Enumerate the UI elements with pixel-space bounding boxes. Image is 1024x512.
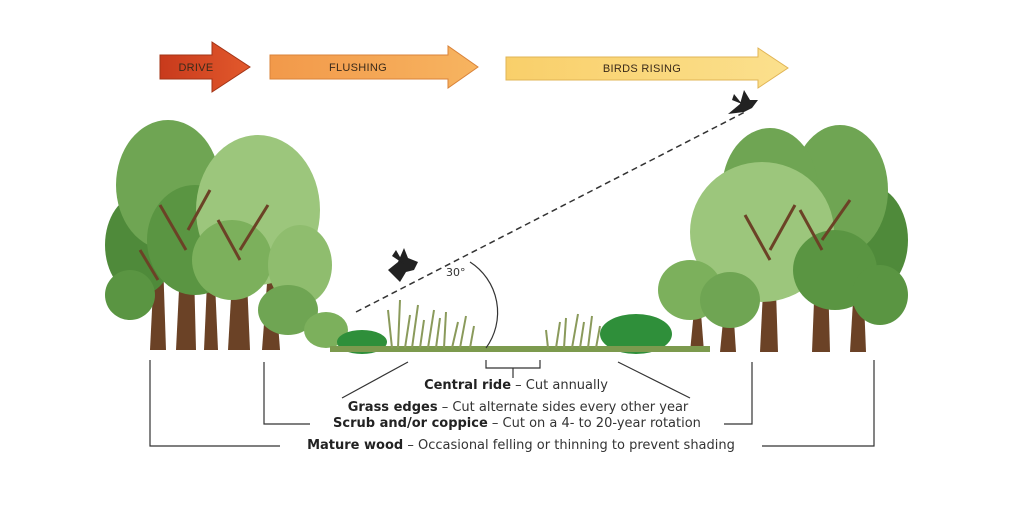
birds-rising-arrow-label: BIRDS RISING xyxy=(603,63,681,75)
left-canopies xyxy=(105,120,332,335)
angle-label: 30° xyxy=(446,266,466,279)
scrub-left-bracket xyxy=(263,362,312,425)
right-mature-wood xyxy=(600,125,908,354)
pheasant-high-icon xyxy=(728,90,758,114)
ground xyxy=(330,299,710,352)
scrub-coppice-name: Scrub and/or coppice xyxy=(333,416,488,431)
legend-mature-wood: Mature wood – Occasional felling or thin… xyxy=(280,438,762,453)
drive-arrow-label: DRIVE xyxy=(178,62,213,74)
scrub-coppice-desc: – Cut on a 4- to 20-year rotation xyxy=(487,416,701,431)
mature-wood-right-bracket xyxy=(756,360,875,447)
right-canopies xyxy=(658,125,908,328)
grass-edge-left-pointer xyxy=(341,361,409,399)
flight-path-line xyxy=(355,111,746,313)
grass-edges-desc: – Cut alternate sides every other year xyxy=(437,400,689,415)
right-shrub xyxy=(600,314,672,354)
left-grass-edge xyxy=(387,299,475,349)
grass-edge-right-pointer xyxy=(617,361,691,399)
central-ride-bracket xyxy=(485,360,541,369)
drive-arrow: DRIVE xyxy=(159,41,251,93)
pheasant-low-icon xyxy=(388,248,418,282)
mature-wood-name: Mature wood xyxy=(307,438,404,453)
scrub-right-bracket xyxy=(718,362,753,425)
central-ride-name: Central ride xyxy=(424,378,512,393)
legend-grass-edges: Grass edges – Cut alternate sides every … xyxy=(323,400,713,415)
grass-edges-name: Grass edges xyxy=(347,400,438,415)
zone-brackets xyxy=(149,360,875,447)
flushing-arrow: FLUSHING xyxy=(269,45,479,89)
birds-rising-arrow: BIRDS RISING xyxy=(505,47,789,89)
left-scrub xyxy=(304,312,348,348)
flushing-arrow-label: FLUSHING xyxy=(329,62,387,74)
right-branches xyxy=(743,199,852,261)
angle-arc xyxy=(469,261,499,349)
legend-scrub-coppice: Scrub and/or coppice – Cut on a 4- to 20… xyxy=(310,416,724,431)
right-grass-edge xyxy=(545,313,601,349)
mature-wood-desc: – Occasional felling or thinning to prev… xyxy=(403,438,735,453)
left-branches xyxy=(138,189,270,281)
left-mature-wood xyxy=(105,120,387,354)
mature-wood-left-bracket xyxy=(149,360,282,447)
legend-central-ride: Central ride – Cut annually xyxy=(400,378,632,393)
central-ride-desc: – Cut annually xyxy=(511,378,608,393)
